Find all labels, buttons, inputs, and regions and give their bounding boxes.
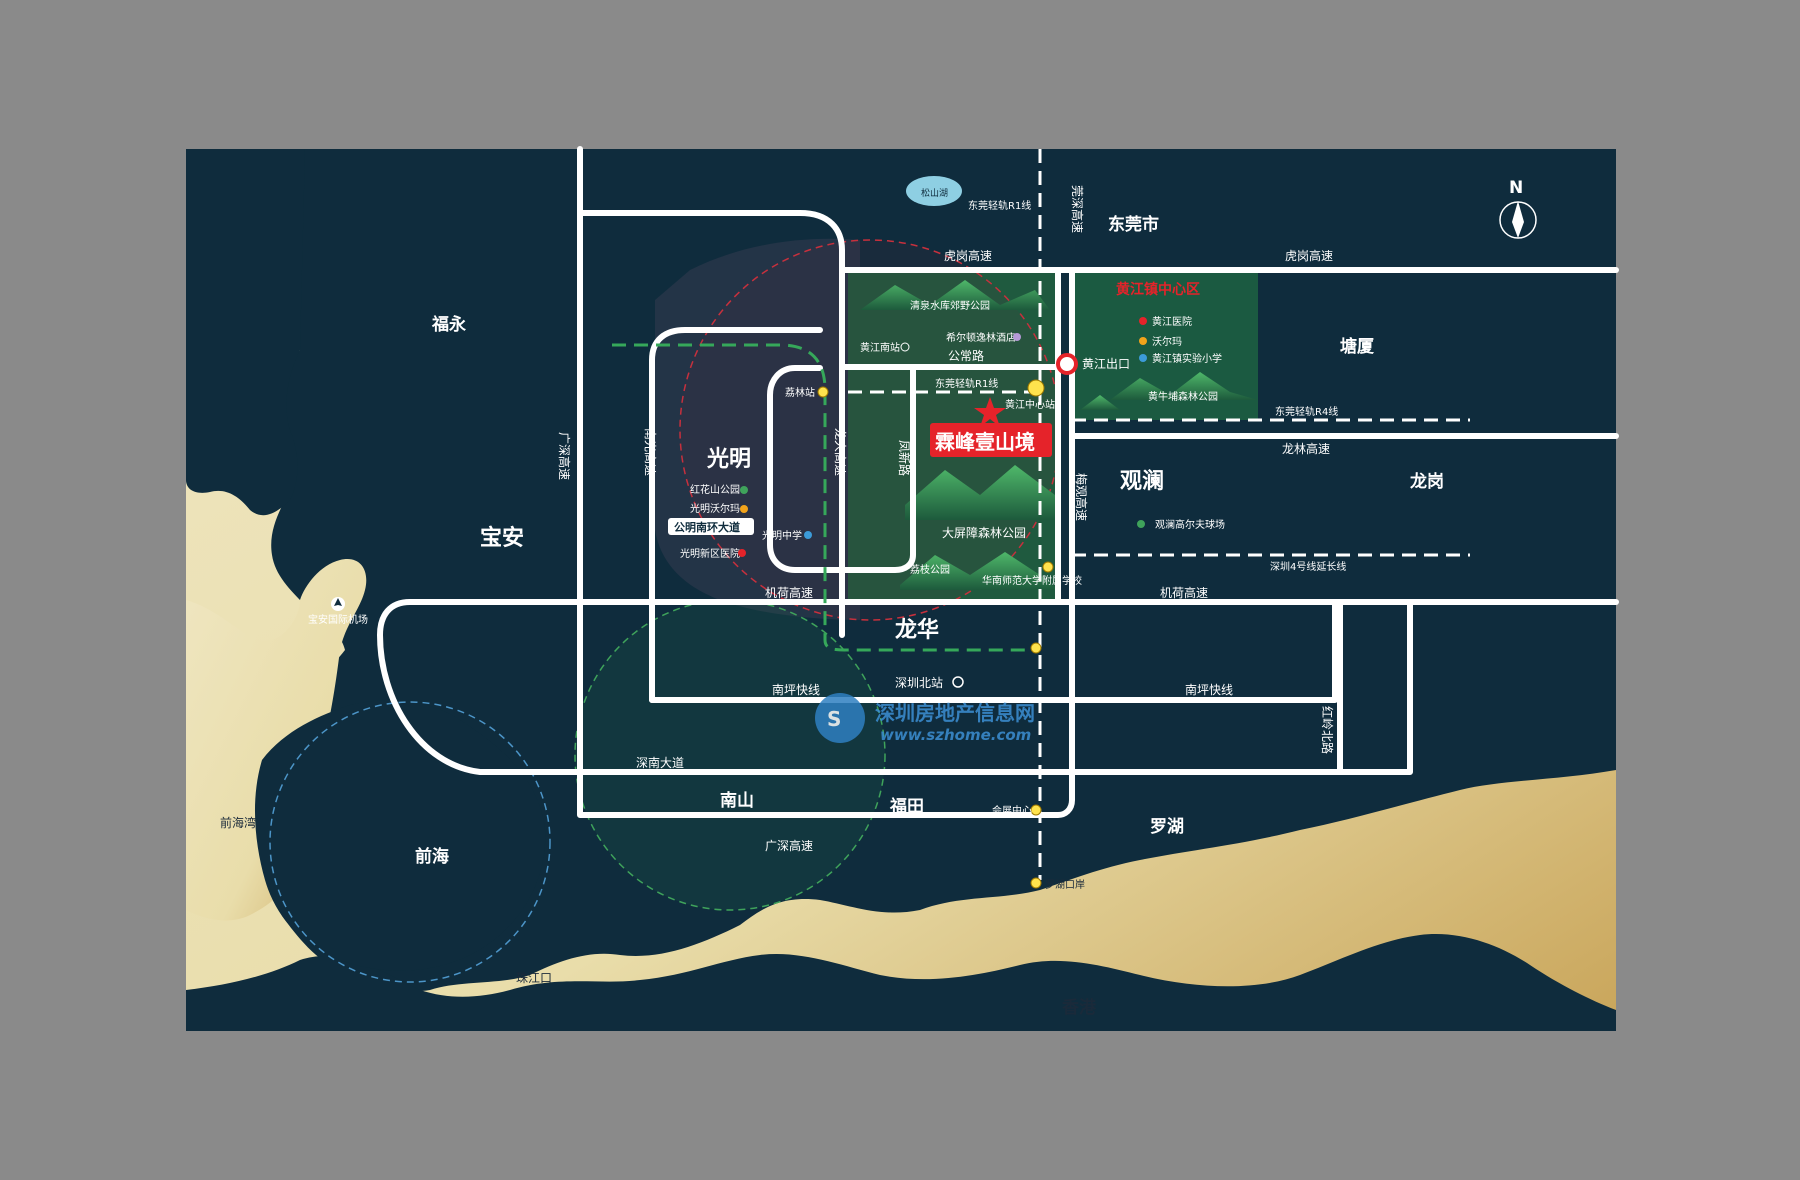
mountains-qingquan (860, 280, 1258, 410)
hospital-icon (1139, 317, 1147, 325)
road-label-hongling: 红岭北路 (1320, 706, 1335, 754)
road-label-nanguang: 南光高速 (643, 428, 658, 476)
poi-guanlan-golf: 观澜高尔夫球场 (1155, 518, 1225, 531)
compass-icon: N (1499, 178, 1537, 239)
qianhai-radius-circle (269, 701, 551, 983)
label-qianhai-bay: 前海湾 (220, 815, 256, 830)
district-futian: 福田 (889, 796, 924, 817)
road-label-jihe-e: 机荷高速 (1160, 585, 1208, 600)
label-hongkong: 香港 (1062, 997, 1097, 1018)
huangjiang-exit-marker (1056, 353, 1078, 375)
poi-hilton: 希尔顿逸林酒店 (946, 331, 1016, 344)
district-tangxia: 塘厦 (1340, 336, 1375, 357)
rail-label-line4: 深圳4号线延长线 (1270, 560, 1346, 573)
poi-hongshan: 红花山公园 (690, 483, 740, 496)
rail-label-r1: 东莞轻轨R1线 (935, 377, 998, 390)
land-hongkong (186, 934, 1616, 1031)
poi-qingquan: 清泉水库郊野公园 (910, 299, 990, 312)
road-label-humen-e: 虎岗高速 (1285, 248, 1333, 263)
district-fuyong: 福永 (431, 314, 466, 335)
road-label-jihe-w: 机荷高速 (765, 585, 813, 600)
road-label-shennan: 深南大道 (636, 755, 684, 770)
district-longgang: 龙岗 (1409, 471, 1444, 492)
station-markers (817, 379, 1054, 889)
school-icon (1139, 354, 1147, 362)
svg-text:S: S (827, 707, 841, 731)
project-badge (930, 423, 1052, 457)
school-icon-gm (804, 531, 812, 539)
compass-north-label: N (1509, 178, 1523, 198)
hospital-icon-gm (738, 549, 746, 557)
road-label-humen-w: 虎岗高速 (944, 248, 992, 263)
district-nanshan: 南山 (720, 790, 754, 811)
project-exit-label: 黄江出口 (1082, 357, 1130, 371)
poi-lilin: 荔林站 (785, 386, 815, 399)
road-label-guangming-ring: 公明南环大道 (674, 520, 740, 534)
poi-gm-hospital: 光明新区医院 (680, 547, 740, 560)
district-dongguan: 东莞市 (1108, 214, 1159, 235)
nanshan-radius-circle (574, 599, 886, 911)
road-label-longlin: 龙林高速 (1282, 441, 1330, 456)
poi-gm-school: 光明中学 (762, 529, 802, 542)
huangjiang-school: 黄江镇实验小学 (1152, 352, 1222, 365)
poi-dapingzhang: 大屏障森林公园 (942, 525, 1026, 540)
road-label-nanping-w: 南坪快线 (772, 682, 820, 697)
road-label-meiguan: 梅观高速 (1074, 473, 1089, 521)
poi-lizhi: 荔枝公园 (910, 563, 950, 576)
road-network (377, 146, 1619, 818)
road-label-guanshen: 莞深高速 (1070, 185, 1085, 233)
land-qianhai (254, 700, 546, 971)
shop-icon-gm (740, 505, 748, 513)
road-label-guangshen-w: 广深高速 (557, 432, 572, 480)
road-label-fengxin: 凤新路 (897, 440, 912, 476)
poi-gm-walmart: 光明沃尔玛 (690, 502, 740, 515)
train-station-icon (900, 342, 910, 352)
poi-sz-north: 深圳北站 (895, 676, 943, 690)
rail-label-r1-north: 东莞轻轨R1线 (968, 199, 1031, 212)
label-zhujiangkou: 珠江口 (516, 971, 552, 985)
hotel-icon (1013, 333, 1021, 341)
project-star (974, 397, 1006, 427)
mountains-dapingzhang (900, 465, 1058, 590)
airport-icon (331, 597, 345, 611)
label-songshanhu: 松山湖 (921, 187, 948, 199)
poi-airport: 宝安国际机场 (308, 613, 368, 626)
shop-icon (1139, 337, 1147, 345)
songshan-lake (906, 176, 962, 206)
poi-hj-south: 黄江南站 (860, 341, 900, 354)
road-label-nanping-e: 南坪快线 (1185, 682, 1233, 697)
guangming-ring-badge (668, 518, 754, 535)
huangjiang-title: 黄江镇中心区 (1116, 281, 1200, 298)
watermark-url: www.szhome.com (880, 726, 1031, 744)
district-baoan: 宝安 (480, 525, 524, 551)
district-guangming: 光明 (706, 447, 751, 472)
district-luohu: 罗湖 (1150, 817, 1184, 837)
sea-inlet (186, 559, 367, 921)
poi-huizhan: 会展中心 (992, 804, 1032, 817)
road-label-guangshen-s: 广深高速 (765, 838, 813, 853)
train-station-icon-north (952, 676, 964, 688)
park-icon (740, 486, 748, 494)
district-qianhai: 前海 (415, 846, 449, 867)
watermark-name: 深圳房地产信息网 (875, 701, 1035, 725)
project-name: 霖峰壹山境 (935, 430, 1035, 454)
district-longhua: 龙华 (895, 617, 939, 643)
huangjiang-park: 黄牛埔森林公园 (1148, 390, 1218, 403)
poi-luohu-port: 罗湖口岸 (1045, 879, 1085, 891)
watermark: S 深圳房地产信息网 www.szhome.com (815, 693, 1035, 744)
huangjiang-hospital: 黄江医院 (1152, 315, 1192, 328)
poi-scnu: 华南师范大学附属学校 (982, 574, 1082, 587)
rail-lines (612, 149, 1470, 880)
road-label-gongchang: 公常路 (948, 348, 984, 363)
rail-label-r4: 东莞轻轨R4线 (1275, 405, 1338, 418)
huangjiang-walmart: 沃尔玛 (1152, 335, 1182, 348)
golf-icon (1137, 520, 1145, 528)
project-station-label: 黄江中心站 (1005, 398, 1055, 411)
district-guanlan: 观澜 (1120, 469, 1164, 494)
road-label-longda: 龙大高速 (833, 428, 848, 476)
land-west (186, 149, 305, 516)
